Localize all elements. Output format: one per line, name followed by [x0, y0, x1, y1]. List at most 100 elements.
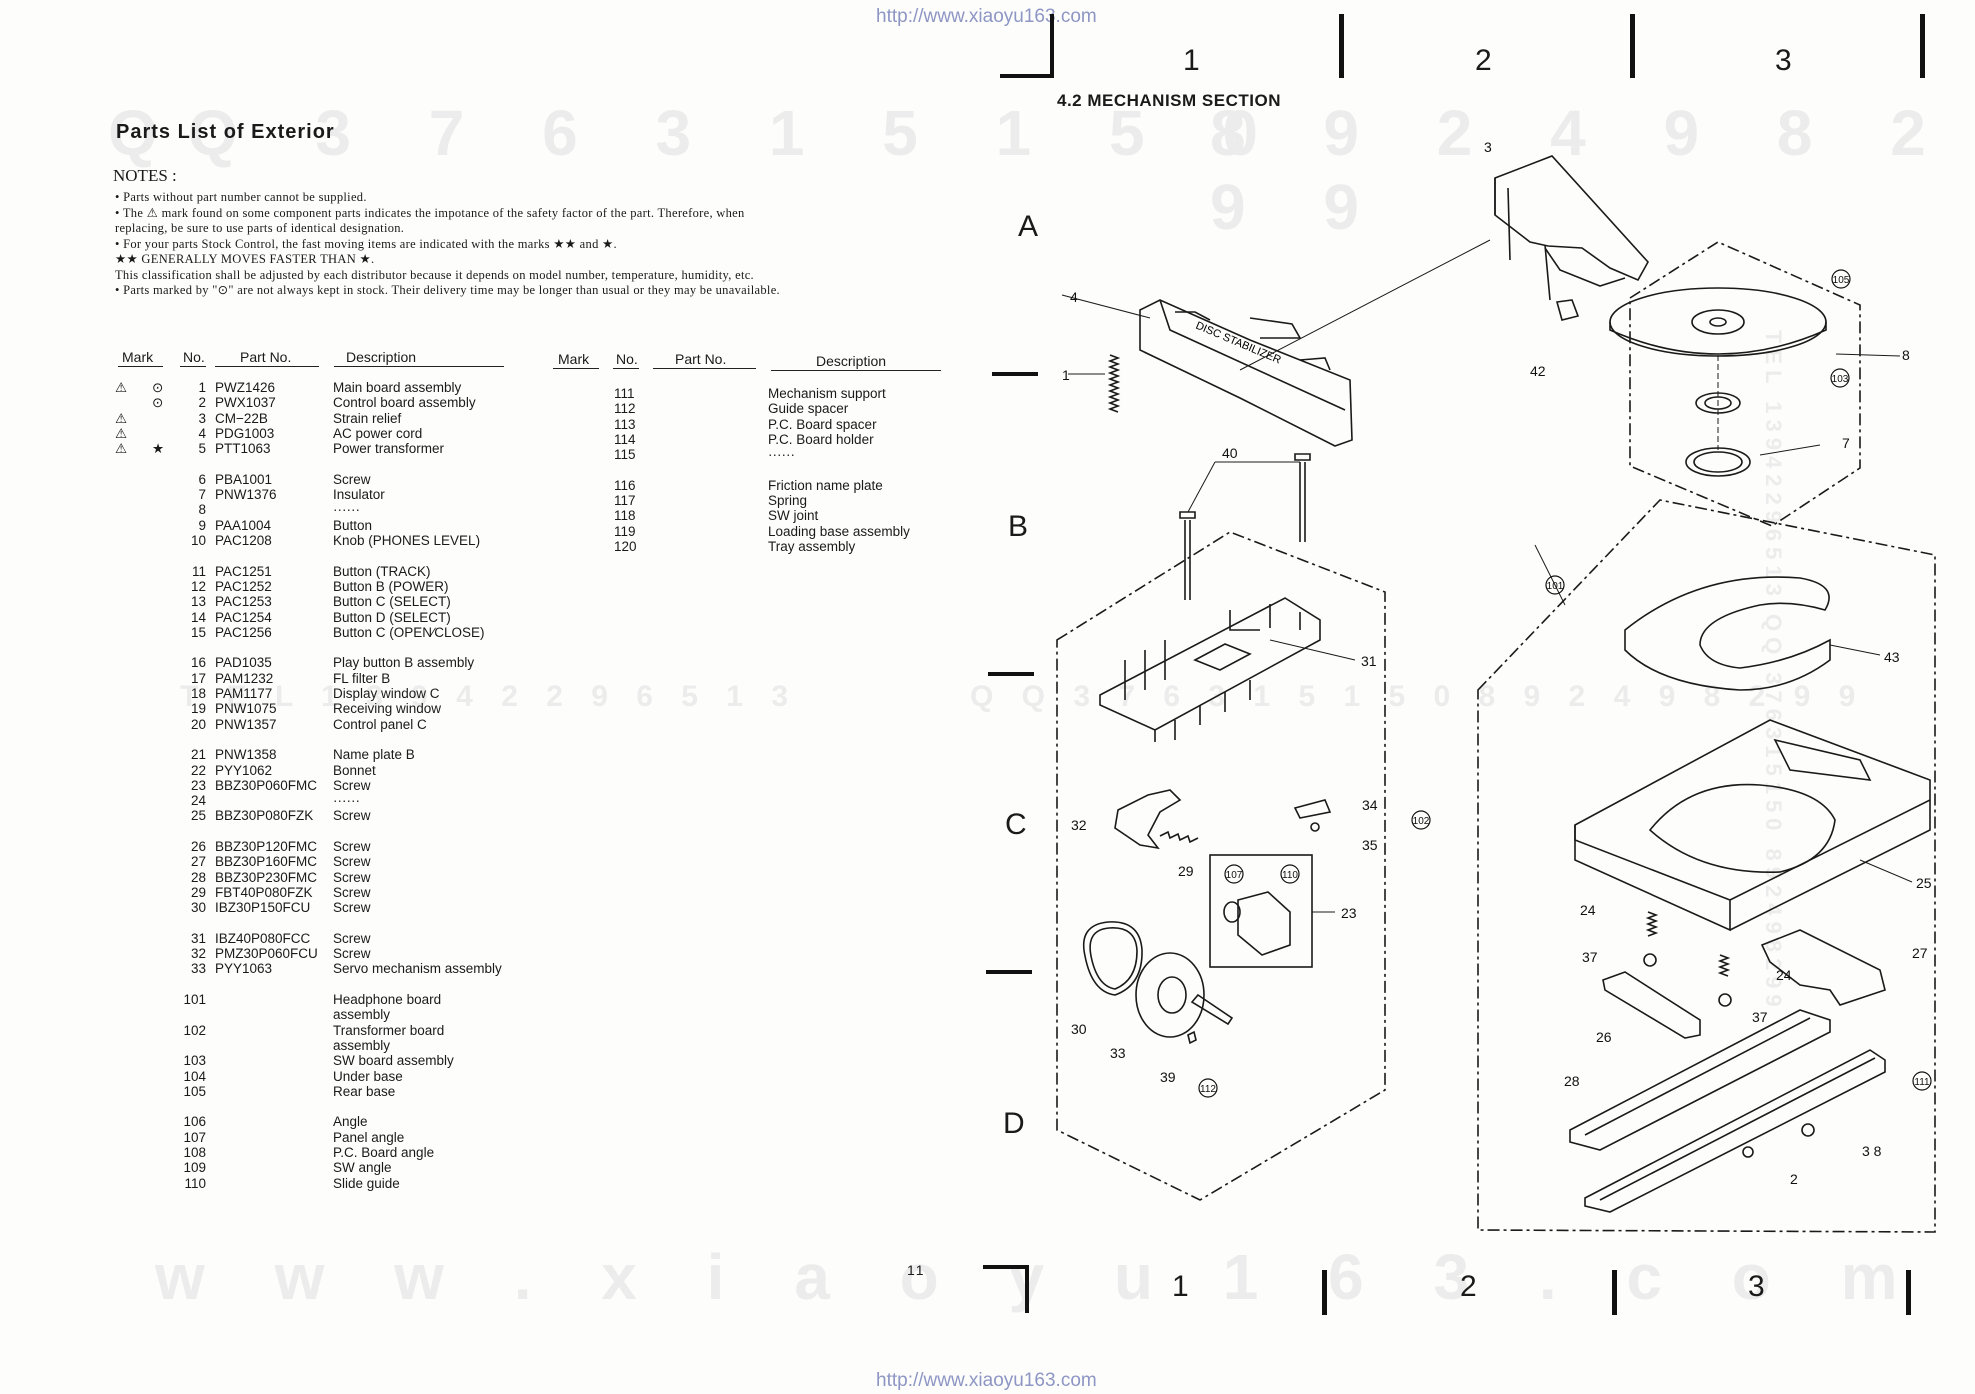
notes-list: • Parts without part number cannot be su… [115, 190, 957, 299]
stabilizer-bar-arm [1249, 317, 1302, 339]
screw-37 [1718, 993, 1732, 1007]
row-description: Button [333, 517, 373, 533]
table-row: assembly [0, 1038, 560, 1053]
screw-40 [1179, 511, 1196, 600]
callout: 34 [1362, 797, 1378, 813]
circled-callout-ring [1280, 864, 1300, 884]
grid-divider [1612, 1270, 1617, 1315]
callout: 29 [1178, 863, 1194, 879]
row-number: 13 [190, 594, 206, 610]
row-number: 24 [190, 793, 206, 809]
row-number: 120 [614, 539, 637, 554]
page-number: 11 [907, 1262, 926, 1278]
row-mark-secondary: ⊙ [152, 380, 164, 395]
gear-33-hub [1157, 976, 1187, 1014]
row-part-number: PAC1252 [215, 578, 272, 594]
clamp-arm [1494, 155, 1649, 282]
clamp-arm-detail [1494, 178, 1551, 301]
grid-divider [1920, 14, 1925, 78]
row-description: Power transformer [333, 441, 445, 457]
row-number: 4 [198, 425, 206, 441]
row-part-number: PNW1358 [215, 747, 277, 763]
callout: 30 [1071, 1021, 1087, 1037]
leader-line [1187, 461, 1300, 513]
belt-30 [1083, 921, 1143, 996]
row-description: Button C (SELECT) [333, 594, 451, 610]
screw-40 [1294, 453, 1311, 542]
row-part-number: BBZ30P230FMC [215, 869, 318, 885]
row-description: Name plate B [333, 747, 415, 763]
row-number: 33 [190, 961, 206, 977]
circled-callout-ring [1545, 575, 1565, 595]
spring-24 [1717, 954, 1731, 977]
leader-line [1859, 859, 1913, 883]
group-outline [1477, 499, 1936, 1233]
row-number: 29 [190, 884, 206, 900]
grid-row-divider [986, 970, 1032, 974]
row-number: 20 [190, 716, 206, 732]
row-description: Screw [333, 471, 371, 487]
ring-7 [1693, 451, 1743, 473]
table-row: 120 Tray assembly [0, 539, 960, 554]
row-description: Under base [333, 1068, 403, 1084]
circled-callout: 103 [1832, 374, 1849, 385]
row-description: Button D (SELECT) [333, 609, 451, 625]
row-number: 18 [190, 686, 206, 701]
corner-mark-top [1050, 14, 1054, 78]
row-number: 26 [190, 839, 206, 854]
row-number: 32 [190, 946, 206, 962]
row-description: P.C. Board spacer [768, 416, 877, 432]
row-description: Receiving window [333, 701, 442, 717]
row-part-number: PYY1063 [215, 961, 273, 977]
row-part-number: BBZ30P120FMC [215, 839, 318, 854]
header-underline [180, 366, 206, 367]
header-underline [118, 366, 163, 367]
circled-callout: 107 [1226, 870, 1243, 881]
note-line: • For your parts Stock Control, the fast… [115, 236, 617, 251]
row-part-number: PAC1256 [215, 624, 272, 640]
row-part-number: PNW1357 [215, 716, 277, 732]
row-description: SW joint [768, 508, 819, 524]
header-underline [334, 366, 504, 367]
row-number: 109 [183, 1160, 206, 1176]
row-description: Rear base [333, 1083, 396, 1099]
watermark-top-right: 8 9 2 4 9 8 2 9 9 [1210, 97, 1956, 243]
notes-heading: NOTES : [113, 166, 177, 185]
lever-27 [1760, 929, 1886, 1006]
callout: 31 [1361, 653, 1377, 669]
row-part-number: PAD1035 [215, 655, 272, 671]
row-description: Tray assembly [768, 539, 856, 554]
row-description: Slide guide [333, 1175, 400, 1191]
header-description: Description [346, 349, 417, 365]
row-description: ······ [333, 793, 360, 809]
row-part-number: PAA1004 [215, 517, 272, 533]
row-description: Knob (PHONES LEVEL) [333, 533, 481, 548]
part-34 [1293, 799, 1332, 819]
row-description: Headphone board [333, 992, 442, 1007]
callout: 1 [1062, 367, 1070, 383]
row-number: 119 [614, 523, 636, 539]
table-row: 24 ······ [0, 793, 560, 808]
grid-column-label: 3 [1748, 1270, 1765, 1303]
row-number: 110 [184, 1175, 206, 1191]
mechanism-base-detail [1154, 680, 1251, 742]
row-description: Spring [768, 493, 808, 509]
header-underline [771, 370, 941, 371]
row-description: SW board assembly [333, 1053, 454, 1069]
row-number: 1 [198, 380, 206, 395]
